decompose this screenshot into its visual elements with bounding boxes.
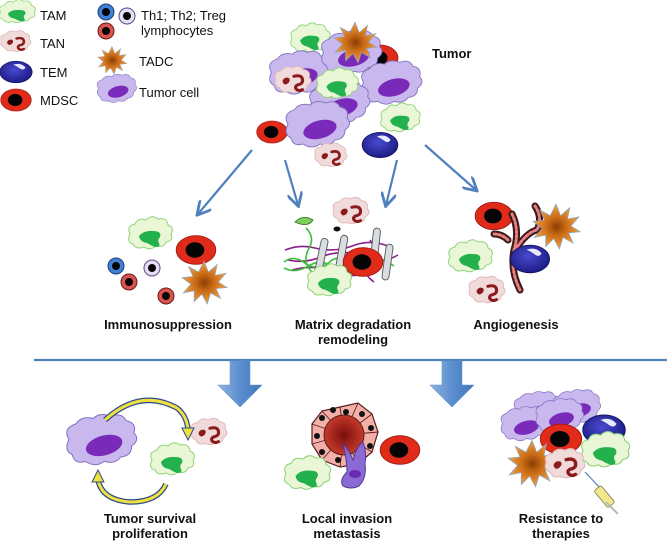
th1-lymphocyte-icon (97, 3, 115, 21)
resistance-label-2: therapies (532, 526, 590, 541)
treg-lymphocyte-icon (118, 7, 136, 25)
invasion-label-2: metastasis (313, 526, 380, 541)
tam-icon (380, 102, 421, 133)
tan-icon (313, 141, 349, 168)
mdsc-icon (342, 247, 384, 277)
legend-label-tumor-cell: Tumor cell (139, 85, 199, 100)
tumor-cell-icon (96, 73, 137, 103)
tan-icon (543, 446, 587, 480)
mdsc-icon (379, 435, 421, 465)
legend: TAM TAN TEM MDSC Th1; Th2; Treg lymphocy… (0, 0, 226, 112)
feedback-loop-arrows (91, 397, 195, 505)
legend-label-tan: TAN (40, 36, 65, 51)
arrow-to-matrix-left (283, 159, 298, 205)
collagen-rods (314, 227, 394, 281)
matrix-label-2: remodeling (318, 332, 388, 347)
invasion-label: Local invasion (302, 511, 392, 526)
tan-icon (0, 29, 33, 53)
tumor-cell-icon (361, 60, 423, 105)
treg-lymphocyte-icon (143, 259, 161, 277)
tam-icon (448, 239, 493, 273)
tam-icon (283, 455, 332, 490)
arrow-to-immunosuppression (198, 149, 253, 214)
tam-icon (307, 263, 352, 297)
survival-label: Tumor survival (104, 511, 196, 526)
big-arrow-left (217, 360, 263, 408)
tan-icon (467, 274, 507, 305)
gland-acinus-icon (311, 402, 379, 468)
mdsc-icon (0, 88, 32, 112)
immunosuppression-panel: Immunosuppression (104, 216, 232, 332)
immunosuppression-label: Immunosuppression (104, 317, 232, 332)
arrow-to-matrix-right (386, 159, 399, 205)
matrix-label: Matrix degradation (295, 317, 411, 332)
tem-icon (361, 131, 399, 159)
th2-lymphocyte-icon (120, 273, 138, 291)
th1-lymphocyte-icon (107, 257, 125, 275)
resistance-panel: Resistance to therapies (500, 389, 631, 541)
legend-label-mdsc: MDSC (40, 93, 78, 108)
tem-icon (0, 60, 33, 84)
tam-icon (128, 216, 173, 250)
big-arrow-right (429, 360, 475, 408)
syringe-icon (584, 471, 619, 515)
tadc-icon (97, 46, 128, 75)
survival-label-2: proliferation (112, 526, 188, 541)
legend-label-lymphocytes: Th1; Th2; Treg (141, 8, 226, 23)
tan-icon (331, 195, 371, 226)
tumor-label: Tumor (432, 46, 471, 61)
angiogenesis-panel: Angiogenesis (448, 201, 581, 332)
tam-icon (150, 442, 195, 476)
legend-label-lymphocytes-2: lymphocytes (141, 23, 214, 38)
tumor-cell-icon (66, 413, 138, 466)
tam-icon (0, 0, 36, 24)
tumor-arrows (198, 144, 476, 214)
th2-lymphocyte-icon (157, 287, 175, 305)
tan-icon (189, 416, 229, 447)
tadc-icon (532, 203, 581, 250)
mdsc-icon (474, 201, 514, 231)
survival-panel: Tumor survival proliferation (66, 397, 229, 541)
legend-label-tem: TEM (40, 65, 67, 80)
angiogenesis-label: Angiogenesis (473, 317, 558, 332)
tem-icon (509, 244, 551, 274)
tumor-cell-icon (285, 100, 351, 148)
fibroblast-icon (294, 217, 314, 225)
mdsc-icon (256, 120, 288, 144)
th2-lymphocyte-icon (97, 22, 115, 40)
tadc-icon (181, 260, 228, 305)
arrow-to-angiogenesis (424, 144, 476, 190)
legend-label-tadc: TADC (139, 54, 173, 69)
legend-label-tam: TAM (40, 8, 66, 23)
matrix-panel: Matrix degradation remodeling (283, 195, 411, 347)
mdsc-icon (175, 235, 217, 265)
invasion-panel: Local invasion metastasis (283, 402, 421, 541)
resistance-label: Resistance to (519, 511, 604, 526)
tumor-cluster: Tumor (256, 21, 471, 168)
